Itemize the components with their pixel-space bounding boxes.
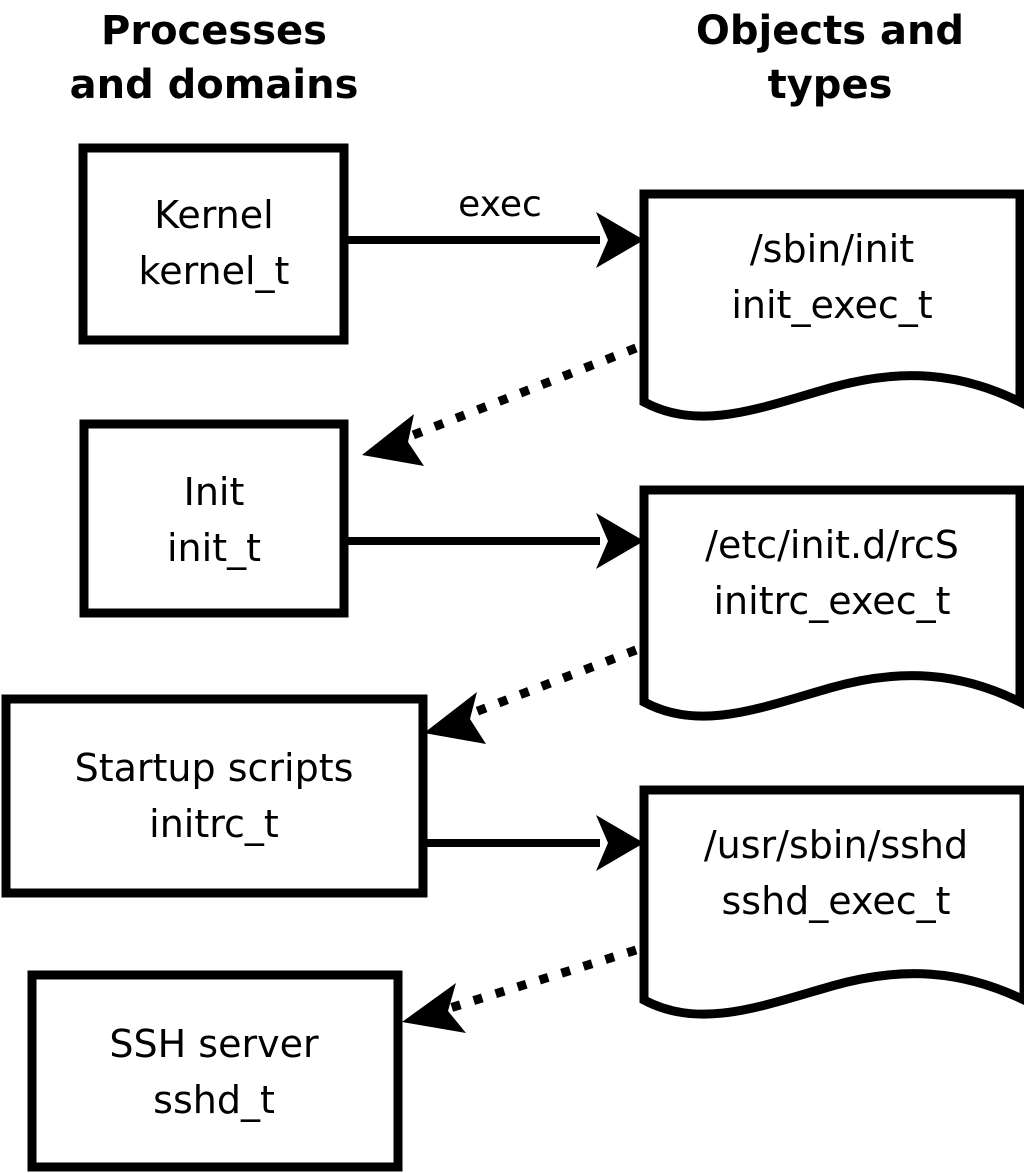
column-header-left-line2: and domains — [70, 62, 359, 108]
node-initrc-exec-document[interactable] — [639, 485, 1024, 721]
node-initrc-exec-path: /etc/init.d/rcS — [705, 523, 959, 567]
arrowhead-kernel-init-exec — [596, 212, 644, 268]
arrowhead-initrc-sshd-exec — [596, 815, 644, 871]
node-startup-scripts-box[interactable] — [1, 694, 428, 898]
arrowhead-sshd-exec-sshd — [402, 983, 466, 1033]
edge-line-init-exec-init — [406, 343, 638, 442]
node-kernel-type: kernel_t — [139, 249, 290, 293]
edge-line-sshd-exec-sshd — [448, 945, 638, 1013]
edge-init-exec-to-init — [362, 343, 638, 466]
node-init-exec[interactable]: /sbin/init init_exec_t — [639, 189, 1024, 421]
edge-kernel-to-init-exec: exec — [348, 184, 644, 268]
node-init-name: Init — [184, 470, 245, 514]
column-header-left-line1: Processes — [101, 8, 327, 54]
node-kernel-name: Kernel — [154, 193, 273, 237]
node-ssh-server-type: sshd_t — [153, 1078, 275, 1122]
node-startup-scripts-type: initrc_t — [149, 802, 279, 846]
column-header-left: Processes and domains — [70, 8, 359, 108]
node-startup-scripts[interactable]: Startup scripts initrc_t — [1, 694, 428, 898]
node-init[interactable]: Init init_t — [79, 419, 349, 618]
node-kernel-box[interactable] — [78, 143, 349, 345]
edge-label-exec: exec — [458, 184, 542, 225]
node-sshd-exec-document[interactable] — [639, 785, 1024, 1019]
node-kernel[interactable]: Kernel kernel_t — [78, 143, 349, 345]
edge-sshd-exec-to-sshd — [402, 945, 638, 1033]
node-sshd-exec-path: /usr/sbin/sshd — [704, 823, 968, 867]
column-header-right-line2: types — [768, 62, 893, 108]
node-startup-scripts-name: Startup scripts — [75, 746, 354, 790]
column-header-right: Objects and types — [696, 8, 964, 108]
node-initrc-exec[interactable]: /etc/init.d/rcS initrc_exec_t — [639, 485, 1024, 721]
edge-initrc-to-sshd-exec — [427, 815, 644, 871]
column-header-right-line1: Objects and — [696, 8, 964, 54]
arrowhead-init-exec-init — [362, 414, 424, 466]
arrowhead-init-initrc-exec — [596, 513, 644, 569]
node-init-exec-document[interactable] — [639, 189, 1024, 421]
arrowhead-initrc-exec-initrc — [424, 692, 486, 744]
node-sshd-exec[interactable]: /usr/sbin/sshd sshd_exec_t — [639, 785, 1024, 1019]
node-sshd-exec-type: sshd_exec_t — [721, 879, 950, 923]
node-ssh-server-name: SSH server — [109, 1022, 319, 1066]
node-init-exec-type: init_exec_t — [731, 283, 932, 327]
edge-line-initrc-exec-initrc — [468, 645, 638, 719]
node-ssh-server[interactable]: SSH server sshd_t — [27, 970, 403, 1172]
node-ssh-server-box[interactable] — [27, 970, 403, 1172]
edge-init-to-initrc-exec — [348, 513, 644, 569]
node-init-type: init_t — [167, 526, 261, 570]
edge-initrc-exec-to-initrc — [424, 645, 638, 744]
node-init-box[interactable] — [79, 419, 349, 618]
node-init-exec-path: /sbin/init — [750, 227, 914, 271]
node-initrc-exec-type: initrc_exec_t — [714, 579, 951, 623]
